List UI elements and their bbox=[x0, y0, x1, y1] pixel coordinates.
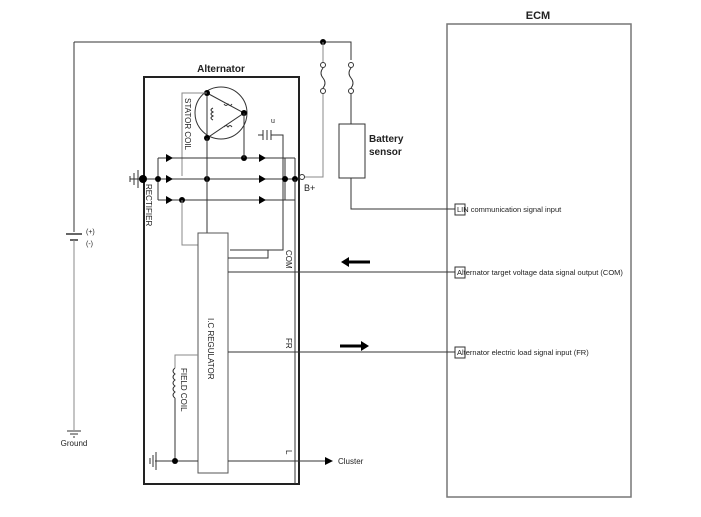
com-label: COM bbox=[284, 250, 293, 269]
ground-icon bbox=[149, 452, 157, 470]
fuse-icon bbox=[305, 42, 326, 178]
top-bus-wire bbox=[74, 41, 352, 60]
ecm-pin-lin: LIN communication signal input bbox=[454, 203, 562, 216]
ground-label: Ground bbox=[61, 439, 88, 448]
battery-sensor-label-1: Battery bbox=[369, 134, 404, 145]
arrow-right-icon bbox=[325, 457, 333, 465]
ecm-title: ECM bbox=[526, 10, 550, 22]
l-label: L bbox=[284, 450, 293, 455]
ecm-box bbox=[446, 23, 632, 498]
lin-wire bbox=[350, 178, 455, 210]
battery-minus-label: (-) bbox=[86, 241, 93, 248]
ecm-pin-label: Alternator electric load signal input (F… bbox=[457, 348, 589, 357]
battery-sensor-box bbox=[338, 123, 366, 179]
rectifier-icon bbox=[130, 113, 298, 484]
battery-plus-label: (+) bbox=[86, 229, 95, 236]
fr-label: FR bbox=[284, 338, 293, 349]
ecm-pin-fr: Alternator electric load signal input (F… bbox=[454, 346, 589, 359]
capacitor-label: u bbox=[271, 118, 275, 125]
b-plus-terminal bbox=[299, 174, 305, 180]
arrow-left-icon bbox=[341, 257, 370, 267]
alternator-box bbox=[143, 76, 300, 485]
ic-regulator-box bbox=[197, 232, 229, 474]
arrow-right-icon bbox=[340, 341, 369, 351]
capacitor-icon bbox=[230, 130, 284, 251]
stator-coil-label: STATOR COIL bbox=[183, 98, 192, 151]
battery-icon bbox=[66, 233, 82, 430]
rectifier-label: RECTIFIER bbox=[144, 184, 153, 226]
alternator-title: Alternator bbox=[197, 64, 245, 75]
ecm-pin-label: LIN communication signal input bbox=[457, 205, 562, 214]
ground-icon bbox=[67, 430, 81, 438]
b-plus-label: B+ bbox=[304, 183, 315, 193]
field-coil-icon bbox=[155, 354, 198, 464]
field-coil-label: FIELD COIL bbox=[179, 368, 188, 412]
ground-icon bbox=[129, 170, 139, 188]
com-internal-wire bbox=[228, 250, 269, 259]
ic-regulator-label: I.C REGULATOR bbox=[206, 318, 215, 380]
cluster-label: Cluster bbox=[338, 457, 364, 466]
ecm-pin-com: Alternator target voltage data signal ou… bbox=[454, 266, 623, 279]
fuse-icon bbox=[348, 62, 354, 124]
battery-sensor-label-2: sensor bbox=[369, 147, 402, 158]
ecm-pin-label: Alternator target voltage data signal ou… bbox=[457, 268, 623, 277]
